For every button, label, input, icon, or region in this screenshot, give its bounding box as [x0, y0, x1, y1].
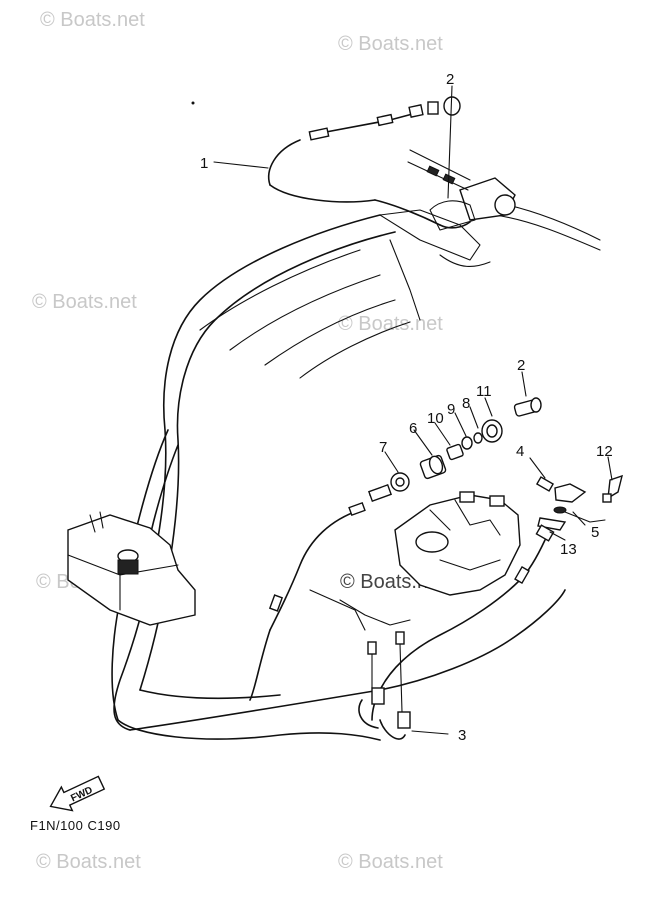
watermark-top-left: © Boats.net [40, 9, 145, 31]
callout-8: 8 [462, 395, 470, 412]
callout-3: 3 [458, 727, 466, 744]
handlebar-assembly [407, 149, 516, 231]
watermark-top-right: © Boats.net [338, 33, 443, 55]
callout-10: 10 [427, 410, 444, 427]
engine-mount [67, 511, 196, 626]
callout-12: 12 [596, 443, 613, 460]
cable-loop [249, 483, 546, 740]
watermarks: © Boats.net © Boats.net © Boats.net © Bo… [32, 9, 445, 873]
callouts: 1 2 2 3 4 5 6 7 8 9 10 11 12 13 [200, 71, 613, 744]
watermark-mid-left: © Boats.net [32, 291, 137, 313]
throttle-cable-upper [268, 96, 471, 229]
stray-mark [191, 101, 195, 105]
leader-lines [213, 85, 613, 735]
hull-outline [113, 199, 601, 731]
watermark-mid-right: © Boats.net [338, 313, 443, 335]
diagram-code: F1N/100 C190 [30, 818, 121, 833]
carburetor-assembly [309, 491, 521, 631]
callout-11: 11 [476, 383, 492, 400]
callout-7: 7 [379, 439, 387, 456]
callout-5: 5 [591, 524, 599, 541]
callout-2-upper: 2 [446, 71, 454, 88]
callout-9: 9 [447, 401, 455, 418]
callout-1: 1 [200, 155, 208, 172]
fwd-arrow: FWD [49, 775, 106, 812]
watermark-bottom-right: © Boats.net [338, 851, 443, 873]
callout-13: 13 [560, 541, 577, 558]
callout-2-lower: 2 [517, 357, 525, 374]
watermark-bottom-left: © Boats.net [36, 851, 141, 873]
callout-6: 6 [409, 420, 417, 437]
right-small-parts [535, 474, 623, 542]
callout-4: 4 [516, 443, 524, 460]
exploded-parts [390, 397, 542, 492]
